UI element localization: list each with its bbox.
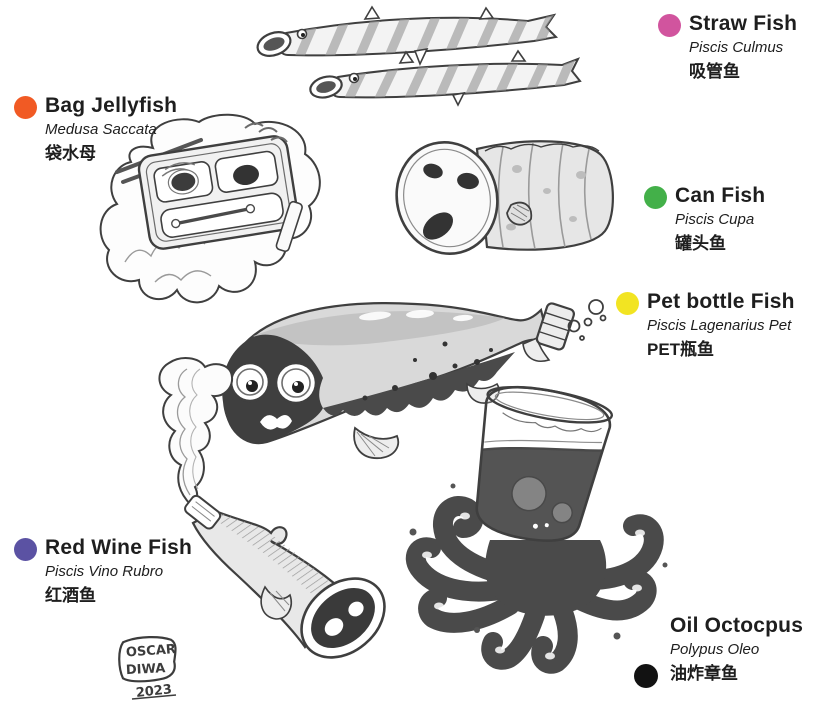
can-fish-dot (644, 186, 667, 209)
oil-octopus-drawing (405, 385, 668, 674)
bag-jellyfish-dot (14, 96, 37, 119)
bag-jellyfish-chinese: 袋水母 (45, 144, 96, 164)
pet-bottle-fish-drawing (222, 299, 607, 459)
pet-bottle-fish-name: Pet bottle Fish (647, 290, 795, 313)
straw-fish-chinese: 吸管鱼 (689, 62, 740, 82)
can-fish-name: Can Fish (675, 184, 766, 207)
red-wine-fish-illustration (95, 355, 386, 665)
label-red-wine-fish: Red Wine Fish Piscis Vino Rubro 红酒鱼 (14, 536, 192, 606)
oil-octopus-name: Oil Octocpus (670, 614, 804, 637)
red-wine-fish-dot (14, 538, 37, 561)
straw-fish-illustration (250, 5, 581, 107)
pet-bottle-fish-illustration (205, 280, 610, 475)
straw-fish-latin: Piscis Culmus (689, 38, 784, 56)
oil-octopus-illustration (385, 385, 675, 675)
red-wine-fish-name: Red Wine Fish (45, 536, 193, 559)
bag-jellyfish-name: Bag Jellyfish (45, 94, 178, 117)
oil-octopus-dot (634, 664, 658, 688)
label-oil-octopus: Oil Octocpus Polypus Oleo 油炸章鱼 (634, 614, 804, 688)
oil-octopus-latin: Polypus Oleo (670, 640, 760, 658)
red-wine-fish-latin: Piscis Vino Rubro (45, 562, 164, 580)
pet-bottle-fish-latin: Piscis Lagenarius Pet (647, 316, 792, 334)
signature-drawing: OSCAR DIWA 2023 (118, 636, 177, 701)
label-bag-jellyfish: Bag Jellyfish Medusa Saccata 袋水母 (14, 94, 177, 164)
bag-jellyfish-drawing (99, 113, 321, 304)
bag-jellyfish-illustration (95, 110, 335, 320)
can-fish-drawing (395, 140, 614, 255)
straw-fish-dot (658, 14, 681, 37)
can-fish-chinese: 罐头鱼 (675, 234, 726, 254)
label-pet-bottle-fish: Pet bottle Fish Piscis Lagenarius Pet PE… (616, 290, 795, 360)
signature-line1: OSCAR (125, 642, 176, 660)
pet-bottle-fish-dot (616, 292, 639, 315)
pet-bottle-fish-chinese: PET瓶鱼 (647, 340, 715, 360)
bag-jellyfish-latin: Medusa Saccata (45, 120, 157, 138)
red-wine-fish-drawing (158, 357, 386, 659)
label-can-fish: Can Fish Piscis Cupa 罐头鱼 (644, 184, 765, 254)
label-straw-fish: Straw Fish Piscis Culmus 吸管鱼 (658, 12, 797, 82)
signature-line2: DIWA (126, 661, 166, 678)
straw-fish-name: Straw Fish (689, 12, 798, 35)
oil-octopus-chinese: 油炸章鱼 (670, 664, 738, 684)
red-wine-fish-chinese: 红酒鱼 (45, 586, 96, 606)
can-fish-latin: Piscis Cupa (675, 210, 755, 228)
straw-fish-drawing (256, 5, 581, 107)
artist-signature: OSCAR DIWA 2023 (110, 633, 200, 708)
can-fish-illustration (385, 135, 620, 265)
